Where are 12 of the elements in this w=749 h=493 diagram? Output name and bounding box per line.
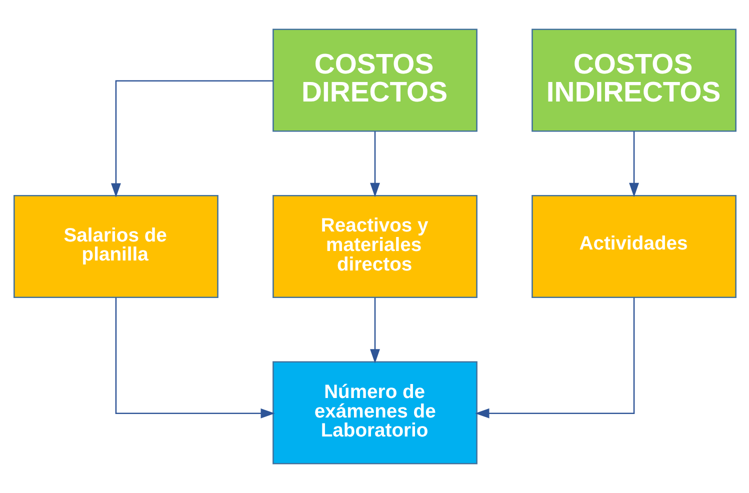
node-box: Salarios de planilla xyxy=(13,194,218,298)
arrow xyxy=(114,297,274,418)
node-box: COSTOS INDIRECTOS xyxy=(531,28,736,132)
node-box: Reactivos y materiales directos xyxy=(272,194,477,298)
arrow xyxy=(370,132,380,198)
arrow xyxy=(370,298,380,364)
node-box: Número de exámenes de Laboratorio xyxy=(272,361,477,464)
arrow xyxy=(474,297,634,418)
arrow xyxy=(110,80,272,198)
node-box: COSTOS DIRECTOS xyxy=(272,28,477,132)
node-box: Actividades xyxy=(531,194,736,298)
arrow xyxy=(628,132,638,198)
